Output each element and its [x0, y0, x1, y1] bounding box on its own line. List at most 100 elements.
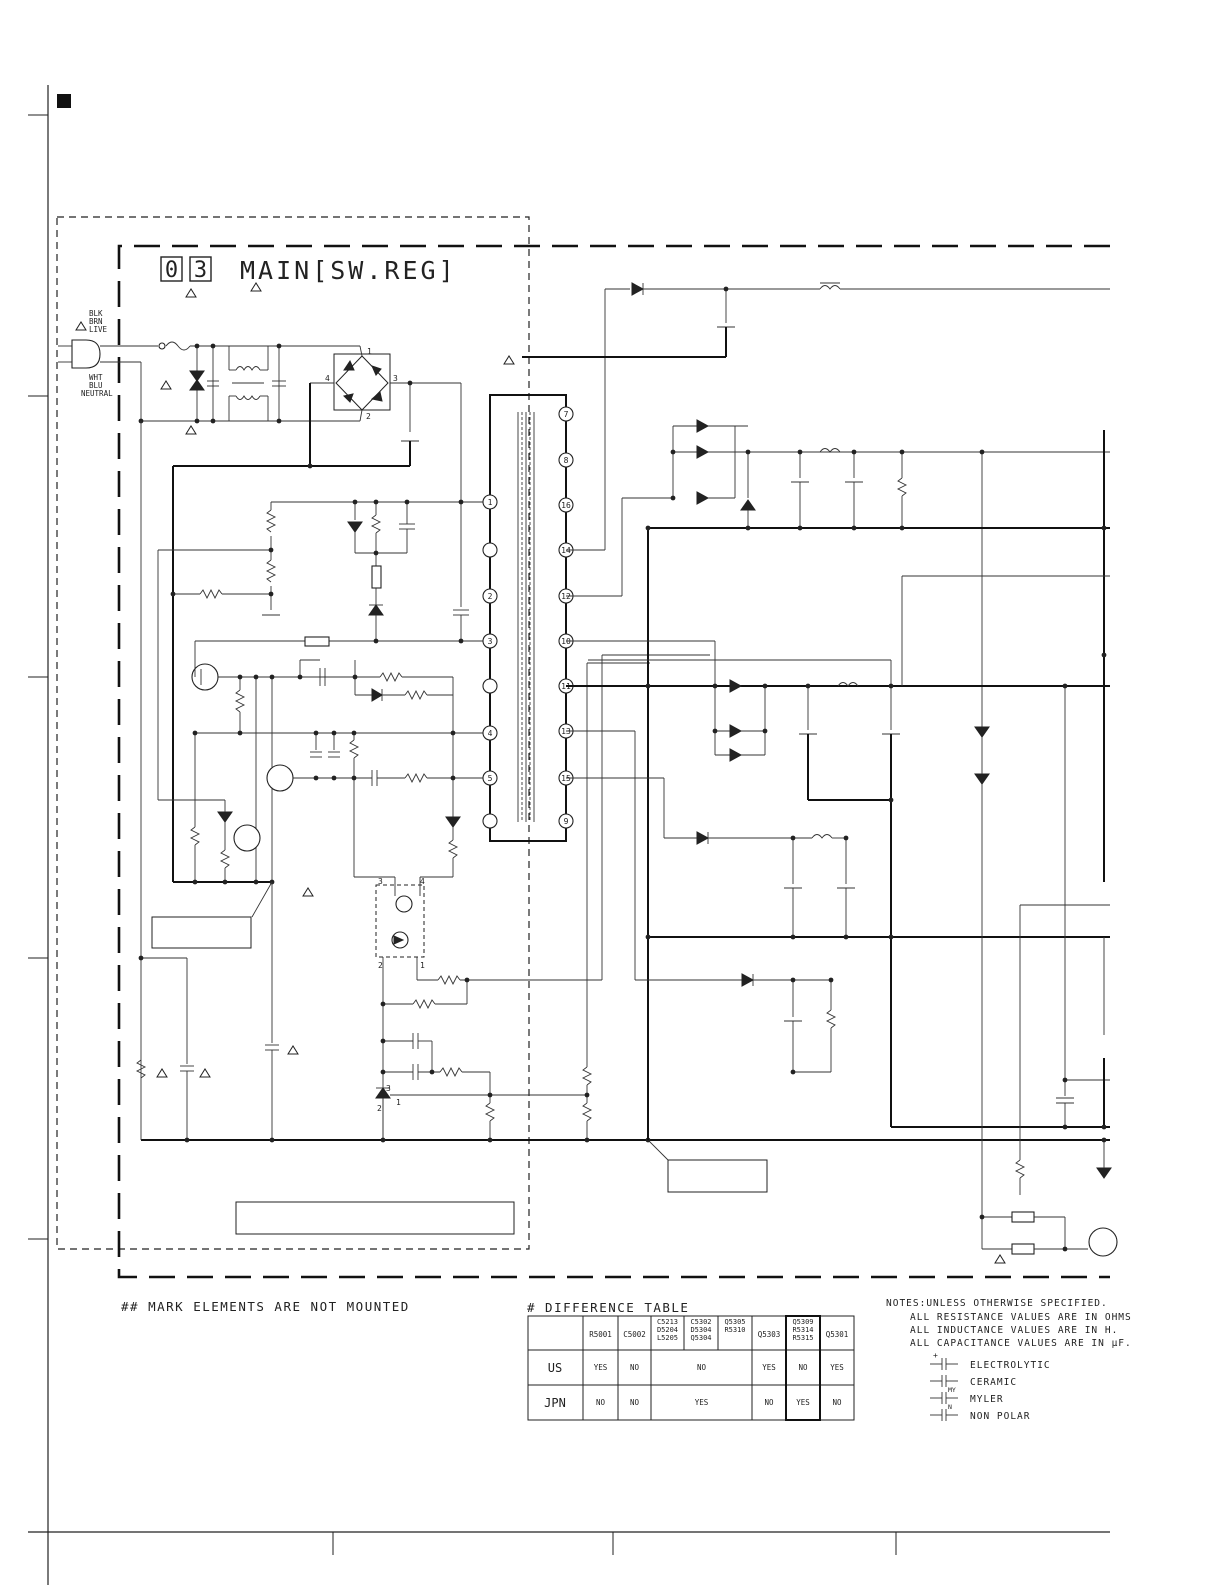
secondary-pin-0-circle [558, 406, 574, 422]
legend-myler: MYLER [970, 1394, 1004, 1405]
note-box-1 [151, 916, 252, 949]
bridge-pin-1: 1 [367, 347, 372, 356]
header-group-2: C5302 D5304 Q5304 [690, 1318, 711, 1342]
shunt-pin-3: 3 [386, 1084, 391, 1093]
us-q5309: NO [798, 1363, 808, 1372]
primary-pin-2: 3 [488, 637, 493, 646]
primary-control-network [138, 343, 490, 885]
secondary-pin-8: 15 [561, 774, 571, 783]
header-q5301: Q5301 [826, 1330, 849, 1339]
header-group-3: Q5305 R5310 [724, 1318, 745, 1334]
us-group: NO [697, 1363, 707, 1372]
photocoupler: 3 4 2 1 3 2 1 [375, 654, 710, 1140]
ac-inlet: BLK BRN LIVE WHT BLU NEUTRAL [58, 309, 113, 398]
jpn-q5301: NO [832, 1398, 842, 1407]
secondary-pin-2-circle [558, 497, 574, 513]
primary-nc-pin-a [482, 542, 498, 558]
notes-line-3: ALL CAPACITANCE VALUES ARE IN μF. [910, 1338, 1132, 1349]
board-outline [117, 244, 1110, 1279]
notes-line-1: ALL RESISTANCE VALUES ARE IN OHMS [910, 1312, 1132, 1323]
header-q5303: Q5303 [758, 1330, 781, 1339]
secondary-pin-5: 10 [561, 637, 571, 646]
photocoupler-pin-2: 2 [378, 961, 383, 970]
primary-pin-4-circle [482, 770, 498, 786]
secondary-wiring [522, 282, 1118, 1257]
line-filter [228, 346, 269, 421]
mark-note: ## MARK ELEMENTS ARE NOT MOUNTED [121, 1299, 410, 1314]
neutral-label-3: NEUTRAL [81, 389, 113, 398]
bridge-pin-2: 2 [366, 412, 371, 421]
secondary-pin-1: 8 [564, 456, 569, 465]
nonpolar-symbol: N [930, 1403, 958, 1421]
control-transistor-1 [266, 764, 294, 792]
choke-3 [837, 682, 859, 687]
title-name: MAIN[SW.REG] [240, 256, 457, 285]
junction-dots [138, 343, 464, 885]
photocoupler-pin-4: 4 [420, 877, 425, 886]
svg-text:+: + [933, 1351, 938, 1360]
safety-marks [75, 282, 1006, 1264]
difference-table-title: # DIFFERENCE TABLE [527, 1300, 689, 1315]
choke-2 [819, 448, 841, 453]
us-q5303: YES [762, 1363, 776, 1372]
section-marker [57, 94, 71, 108]
primary-pin-2-circle [482, 633, 498, 649]
secondary-pin-9-circle [558, 813, 574, 829]
shunt-pin-1: 1 [396, 1098, 401, 1107]
note-box-3 [667, 1159, 768, 1193]
primary-pin-0: 1 [488, 498, 493, 507]
header-group-4: Q5309 R5314 R5315 [792, 1318, 813, 1342]
photocoupler-pin-3: 3 [378, 877, 383, 886]
row-us-label: US [548, 1361, 562, 1375]
jpn-q5309: YES [796, 1398, 810, 1407]
primary-pin-3-circle [482, 725, 498, 741]
secondary-pin-4: 12 [561, 592, 571, 601]
header-c5002: C5002 [623, 1330, 646, 1339]
bridge-pin-4: 4 [325, 374, 330, 383]
secondary-pin-7: 13 [561, 727, 571, 736]
choke-4 [811, 834, 833, 839]
ceramic-symbol [930, 1375, 958, 1387]
header-r5001: R5001 [589, 1330, 612, 1339]
jpn-q5303: NO [764, 1398, 774, 1407]
live-label-1: BLK [89, 309, 103, 318]
us-c5002: NO [630, 1363, 640, 1372]
primary-pin-1: 2 [488, 592, 493, 601]
legend-electrolytic: ELECTROLYTIC [970, 1360, 1051, 1371]
varistor [189, 370, 205, 391]
switching-mosfet [191, 663, 219, 691]
page-frame [28, 85, 1110, 1585]
primary-pin-4: 5 [488, 774, 493, 783]
fuse [165, 341, 191, 351]
secondary-pin-1-circle [558, 452, 574, 468]
notes-header: NOTES:UNLESS OTHERWISE SPECIFIED. [886, 1298, 1108, 1309]
bridge-pin-3: 3 [393, 374, 398, 383]
control-transistor-2 [233, 824, 261, 852]
secondary-pin-9: 9 [564, 817, 569, 826]
primary-nc-pin-b [482, 678, 498, 694]
difference-table: # DIFFERENCE TABLE R5001 C5002 C5213 D52… [527, 1300, 855, 1421]
secondary-pin-0: 7 [564, 410, 569, 419]
choke-1 [819, 285, 841, 290]
row-jpn-label: JPN [544, 1396, 566, 1410]
legend-nonpolar: NON POLAR [970, 1411, 1030, 1422]
myler-symbol: MY [930, 1386, 958, 1404]
primary-pin-3: 4 [488, 729, 493, 738]
primary-pin-1-circle [482, 588, 498, 604]
ground-bus [135, 421, 1110, 1235]
us-q5301: YES [830, 1363, 844, 1372]
title-digit-0: 0 [165, 258, 178, 283]
jpn-c5002: NO [630, 1398, 640, 1407]
primary-nc-pin-c [482, 813, 498, 829]
notes: NOTES:UNLESS OTHERWISE SPECIFIED. ALL RE… [886, 1298, 1132, 1422]
board-title: 0 3 MAIN[SW.REG] [160, 256, 457, 285]
neutral-label-2: BLU [89, 381, 103, 390]
live-label-2: BRN [89, 317, 103, 326]
electrolytic-symbol: + [930, 1351, 958, 1370]
notes-line-2: ALL INDUCTANCE VALUES ARE IN H. [910, 1325, 1118, 1336]
secondary-pin-3: 14 [561, 546, 571, 555]
myler-mark: MY [948, 1386, 956, 1394]
